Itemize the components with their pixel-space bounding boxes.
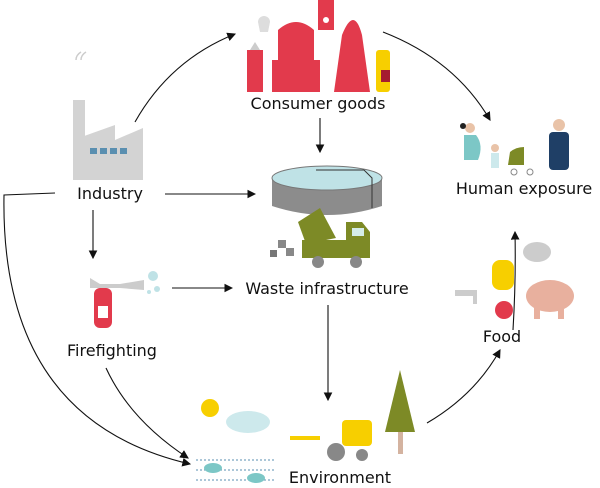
node-industry: Industry — [77, 184, 143, 203]
garbage-truck-icon — [270, 208, 370, 268]
consumer-goods-icon — [247, 0, 390, 92]
treatment-tank-icon — [271, 165, 383, 215]
node-human-exposure: Human exposure — [456, 179, 592, 198]
fire-extinguisher-icon — [90, 271, 160, 328]
arrows — [3, 31, 520, 467]
arrow-firefighting-environment — [105, 367, 189, 459]
factory-icon — [73, 51, 143, 180]
arrow-consumer-human — [382, 31, 491, 121]
arrow-industry-environment — [3, 192, 192, 467]
node-environment: Environment — [289, 468, 391, 487]
food-icon — [455, 242, 574, 319]
arrow-environment-food — [426, 349, 501, 424]
people-icon — [460, 119, 569, 176]
node-consumer-goods: Consumer goods — [251, 94, 386, 113]
node-waste-infrastructure: Waste infrastructure — [245, 279, 408, 298]
arrow-food-human — [510, 230, 520, 331]
node-firefighting: Firefighting — [67, 341, 157, 360]
node-food: Food — [483, 327, 521, 346]
environment-icon — [196, 370, 415, 483]
arrow-industry-consumer — [134, 32, 237, 123]
